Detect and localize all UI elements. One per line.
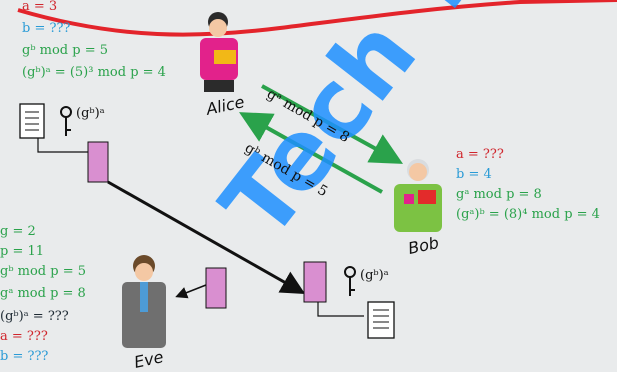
encrypted-doc-icon-2 [205,267,227,309]
alice-shared-key: (gᵇ)ᵃ = (5)³ mod p = 4 [22,65,166,80]
arrow-to-eve [175,284,207,299]
alice-gb-mod: gᵇ mod p = 5 [22,43,109,58]
eve-ga-mod: gᵃ mod p = 8 [0,286,86,301]
connector-left [37,138,88,153]
eve-gb-mod: gᵇ mod p = 5 [0,264,87,279]
alice-key-label: (gᵇ)ᵃ [76,106,105,121]
bob-ga-mod: gᵃ mod p = 8 [456,187,542,202]
eve-a-value: a = ??? [0,329,48,344]
connector-right [317,300,364,317]
encrypted-doc-icon-3 [303,261,327,303]
arrow-doc-flow [107,180,306,294]
key-icon-left [60,106,72,136]
document-icon-left [19,103,45,139]
key-icon-right [344,266,356,296]
bob-figure [394,159,442,232]
encrypted-doc-icon-1 [87,141,109,183]
arrow-bob-to-alice [239,112,383,194]
alice-figure [200,12,238,92]
alice-a-value: a = 3 [22,0,58,14]
red-scribble-line [17,0,617,37]
eve-b-value: b = ??? [0,349,49,364]
bob-a-value: a = ??? [456,147,504,162]
bob-key-label: (gᵇ)ᵃ [360,268,389,283]
arrow-alice-to-bob [261,84,404,164]
alice-b-value: b = ??? [22,21,71,36]
bob-shared-key: (gᵃ)ᵇ = (8)⁴ mod p = 4 [456,207,600,222]
document-icon-right [367,301,395,339]
eve-figure [122,255,166,348]
bob-b-value: b = 4 [456,167,492,182]
eve-g-value: g = 2 [0,224,36,239]
eve-p-value: p = 11 [0,244,45,259]
eve-gb-a: (gᵇ)ᵃ = ??? [0,309,69,324]
